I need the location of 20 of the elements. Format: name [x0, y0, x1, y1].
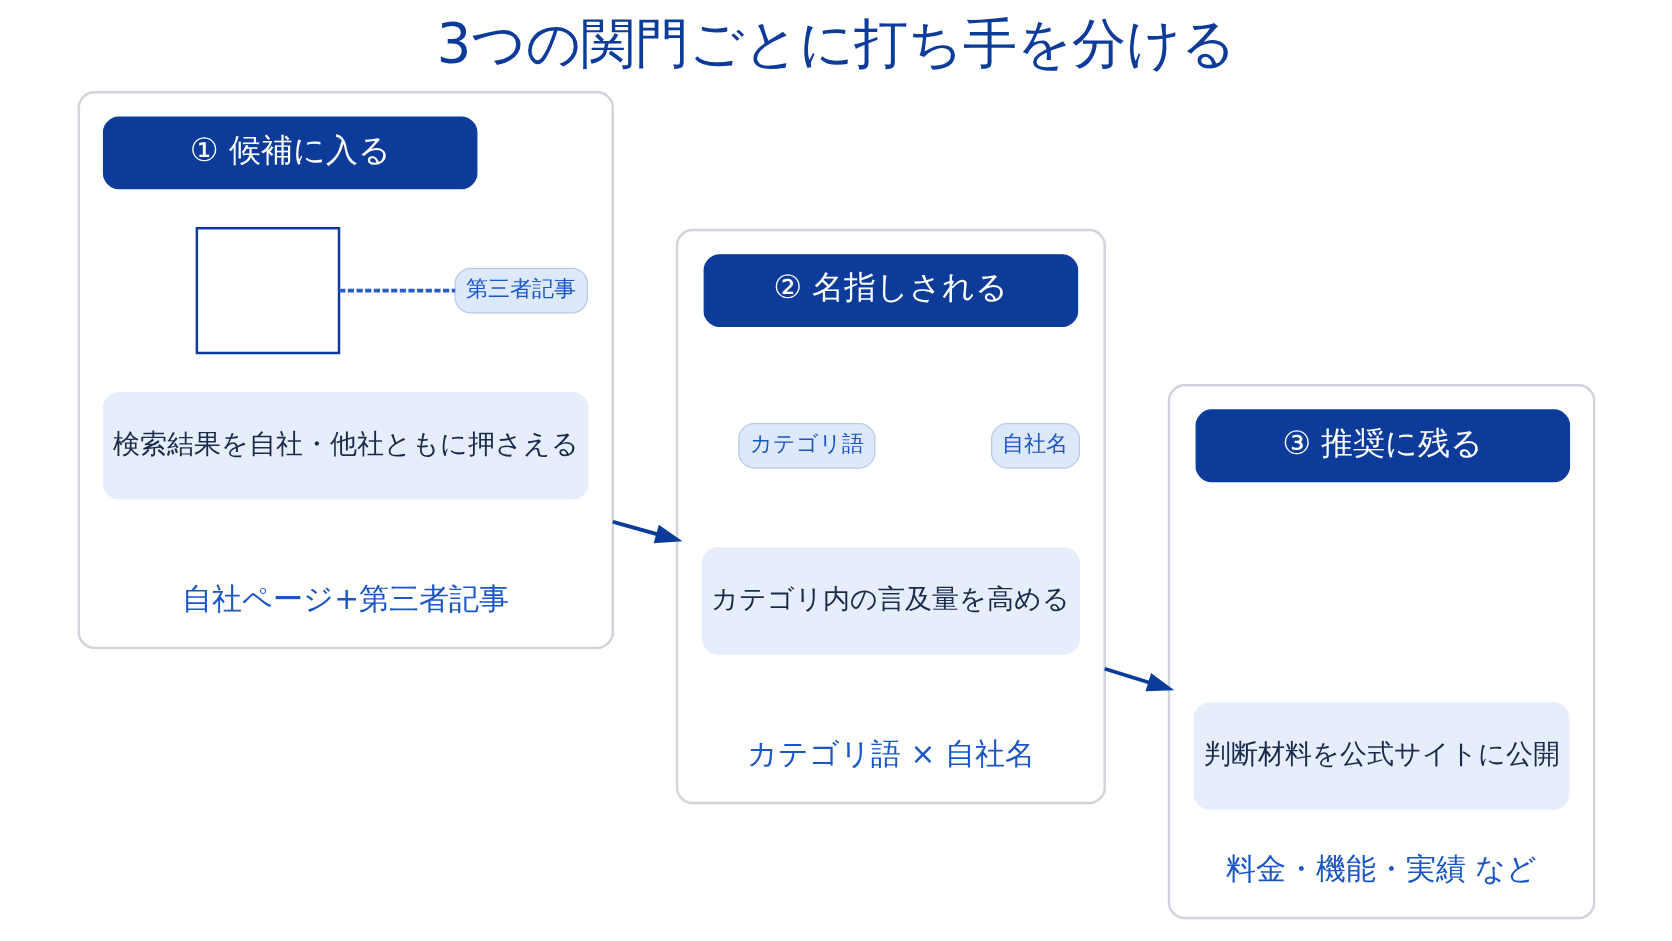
node-box: 第三者記事	[454, 267, 588, 314]
cluster	[1167, 384, 1595, 920]
connector	[338, 288, 455, 293]
node-box: 判断材料を公式サイトに公開	[1193, 702, 1569, 810]
node-box: カテゴリ語	[737, 422, 875, 469]
node-box: ① 候補に入る	[102, 116, 477, 190]
node-text: 料金・機能・実績 など	[1225, 850, 1537, 886]
node-box: ② 名指しされる	[703, 254, 1078, 328]
node-text: カテゴリ語 × 自社名	[746, 735, 1035, 771]
arrow	[611, 520, 682, 544]
arrow	[1103, 666, 1174, 692]
node-text: 自社ページ+第三者記事	[181, 580, 509, 616]
node-box: ③ 推奨に残る	[1195, 409, 1570, 483]
cluster	[77, 91, 614, 650]
diagram-title: 3つの関門ごとに打ち手を分ける	[436, 11, 1236, 75]
node-box	[195, 227, 340, 355]
cluster	[675, 228, 1106, 805]
node-box: カテゴリ内の言及量を高める	[701, 547, 1080, 655]
node-box: 自社名	[990, 422, 1080, 469]
node-box: 検索結果を自社・他社ともに押さえる	[102, 392, 589, 500]
